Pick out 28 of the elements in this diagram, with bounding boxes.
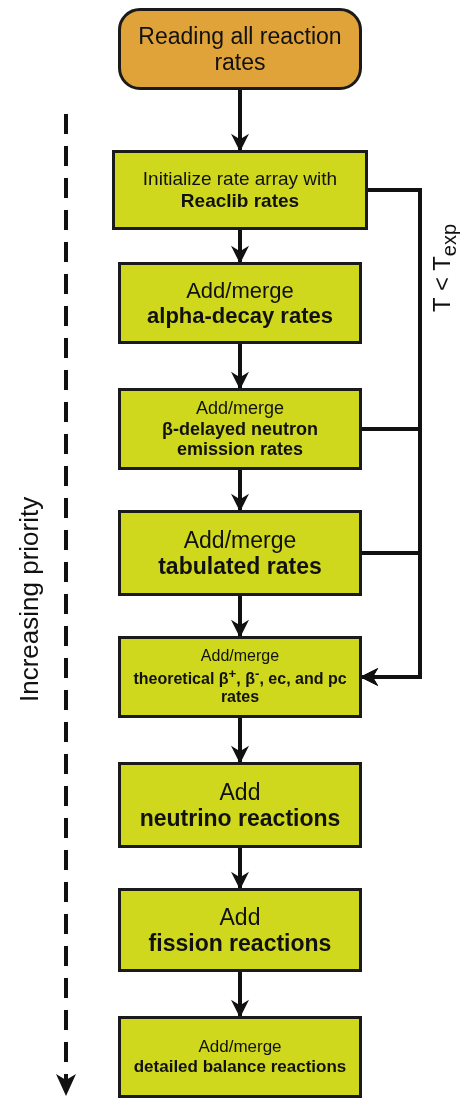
box-text: Add neutrino reactions: [139, 778, 341, 832]
box-text: Initialize rate array with Reaclib rates: [142, 168, 338, 212]
arrow: [231, 344, 249, 390]
start-box: [118, 8, 362, 90]
process-box: [118, 510, 362, 596]
arrow: [231, 90, 249, 152]
box-text: Add/merge alpha-decay rates: [147, 277, 333, 329]
arrow: [231, 596, 249, 638]
box-text: Add/merge tabulated rates: [158, 526, 322, 580]
process-box: [118, 888, 362, 972]
process-box: [112, 150, 368, 230]
arrow: [231, 972, 249, 1018]
box-text: Add fission reactions: [148, 903, 332, 957]
process-box: [118, 636, 362, 718]
box-text: Add/merge β-delayed neutron emission rates: [161, 397, 319, 461]
process-box: [118, 762, 362, 848]
process-box: [118, 1016, 362, 1098]
arrow: [231, 848, 249, 890]
box-text: Reading all reaction rates: [137, 22, 343, 76]
arrow: [360, 551, 422, 686]
process-box: [118, 388, 362, 470]
arrow: [231, 230, 249, 264]
box-text: Add/merge theoretical β$^{+}$, β$^{-}$, ec, and pc rates: [132, 647, 348, 707]
axis-label: Increasing priority: [14, 496, 45, 702]
box-text: Add/merge detailed balance reactions: [133, 1037, 347, 1077]
arrow: [231, 470, 249, 512]
process-box: [118, 262, 362, 344]
arrow: [231, 718, 249, 764]
